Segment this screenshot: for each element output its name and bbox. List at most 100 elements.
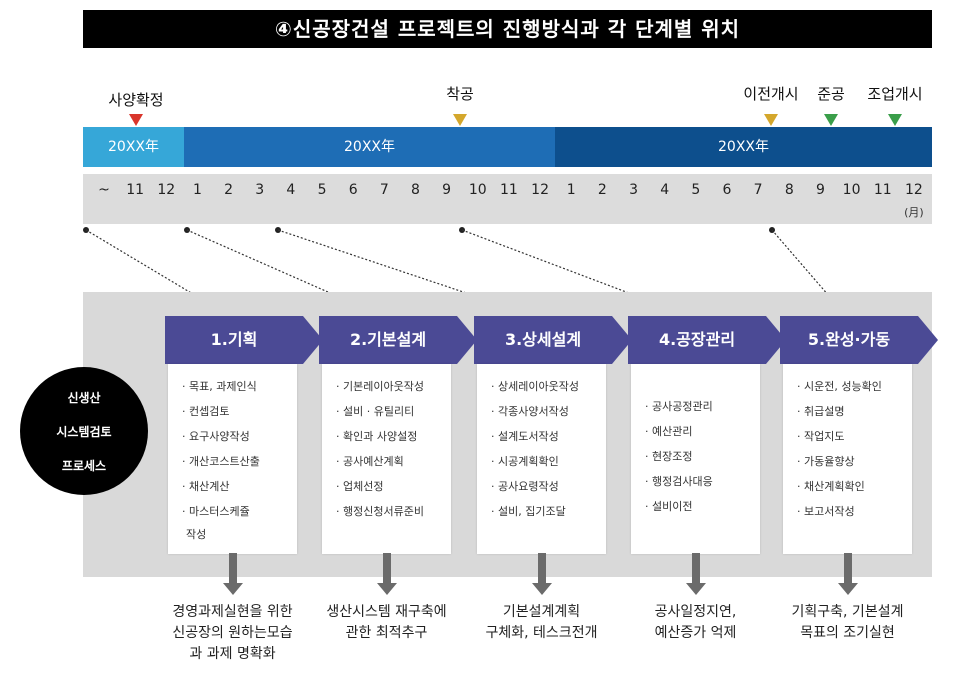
stage-task-item: 설비 · 유틸리티 — [336, 399, 443, 424]
year-segment: 20XX年 — [83, 127, 184, 167]
month-label: 4 — [286, 182, 296, 198]
stage-label: 4.공장관리 — [658, 330, 736, 349]
stage-task-item: 공사예산계획 — [336, 449, 443, 474]
stage-task-item: 채산계획확인 — [797, 474, 904, 499]
month-label: 5 — [691, 182, 701, 198]
stage-task-item: 컨셉검토 — [182, 399, 289, 424]
page-title: ④신공장건설 프로젝트의 진행방식과 각 단계별 위치 — [83, 10, 932, 48]
down-arrow-icon — [837, 553, 858, 595]
stage-arrow: 2.기본설계 — [319, 316, 477, 364]
stage-task-list: 공사공정관리예산관리현장조정행정검사대응설비이전 — [631, 364, 760, 519]
connector-line — [461, 229, 696, 319]
month-label: 3 — [255, 182, 265, 198]
month-label: 5 — [317, 182, 327, 198]
month-label: 6 — [348, 182, 358, 198]
month-unit-label: (月) — [904, 206, 924, 219]
stage-task-item: 설계도서작성 — [491, 424, 598, 449]
month-label: 8 — [411, 182, 420, 198]
month-label: 9 — [815, 182, 825, 198]
milestone-marker-icon — [764, 114, 778, 126]
stage-task-list: 목표, 과제인식컨셉검토요구사양작성개산코스트산출채산계산마스터스케쥴 — [168, 364, 297, 524]
year-segment: 20XX年 — [555, 127, 932, 167]
stage-task-item: 행정신청서류준비 — [336, 499, 443, 524]
stage-task-list: 상세레이아웃작성각종사양서작성설계도서작성시공계획확인공사요령작성설비, 집기조… — [477, 364, 606, 524]
month-label: 12 — [531, 182, 550, 198]
milestone-marker-icon — [888, 114, 902, 126]
stage-label: 3.상세설계 — [504, 330, 582, 349]
milestone-label: 이전개시 — [743, 85, 799, 103]
month-label: 3 — [629, 182, 639, 198]
stage-task-item: 설비, 집기조달 — [491, 499, 598, 524]
month-label: 9 — [442, 182, 452, 198]
milestone-label: 조업개시 — [867, 85, 923, 103]
stage-label: 1.기획 — [210, 330, 258, 349]
down-arrow-icon — [222, 553, 243, 595]
month-label: 2 — [597, 182, 607, 198]
stage-outcome-text: 기획구축, 기본설계 목표의 조기실현 — [791, 604, 904, 641]
month-label: 10 — [842, 182, 861, 198]
stage-task-item: 취급설명 — [797, 399, 904, 424]
stage-card: 시운전, 성능확인취급설명작업지도가동율향상채산계획확인보고서작성 — [783, 364, 912, 554]
stage-card: 기본레이아웃작성설비 · 유틸리티확인과 사양설정공사예산계획업체선정행정신청서… — [322, 364, 451, 554]
down-arrow-icon — [685, 553, 706, 595]
stage-outcome-text: 공사일정지연, 예산증가 억제 — [654, 604, 737, 641]
month-label: 1 — [566, 182, 576, 198]
month-label: 12 — [904, 182, 923, 198]
connector-line — [186, 229, 388, 319]
stage-arrow: 3.상세설계 — [474, 316, 632, 364]
stage-outcome-text: 기본설계계획 구체화, 테스크전개 — [485, 604, 598, 641]
stage-task-item: 공사공정관리 — [645, 394, 752, 419]
down-arrow-icon — [376, 553, 397, 595]
stage-task-item: 마스터스케쥴 — [182, 499, 289, 524]
month-label: 11 — [126, 182, 145, 198]
stage-task-item: 채산계산 — [182, 474, 289, 499]
stage-card: 상세레이아웃작성각종사양서작성설계도서작성시공계획확인공사요령작성설비, 집기조… — [477, 364, 606, 554]
stage-task-item: 확인과 사양설정 — [336, 424, 443, 449]
month-label: ~ — [98, 182, 110, 198]
stage-task-item: 기본레이아웃작성 — [336, 374, 443, 399]
stage-card: 목표, 과제인식컨셉검토요구사양작성개산코스트산출채산계산마스터스케쥴작성 — [168, 364, 297, 554]
stage-task-item: 설비이전 — [645, 494, 752, 519]
stage-task-item: 개산코스트산출 — [182, 449, 289, 474]
month-label: 8 — [784, 182, 794, 198]
stage-task-item: 가동율향상 — [797, 449, 904, 474]
stage-task-item: 각종사양서작성 — [491, 399, 598, 424]
stage-task-item: 현장조정 — [645, 444, 752, 469]
process-circle: 신생산 시스템검토 프로세스 — [20, 367, 148, 495]
stage-task-item: 목표, 과제인식 — [182, 374, 289, 399]
month-label: 11 — [500, 182, 518, 198]
stage-arrow: 5.완성·가동 — [780, 316, 938, 364]
stage-task-item: 작업지도 — [797, 424, 904, 449]
circle-line-2: 시스템검토 — [56, 425, 112, 439]
stage-arrow: 1.기획 — [165, 316, 323, 364]
stage-label: 5.완성·가동 — [807, 330, 891, 349]
stage-task-item: 상세레이아웃작성 — [491, 374, 598, 399]
circle-line-1: 신생산 — [67, 391, 101, 405]
stage-task-item: 시운전, 성능확인 — [797, 374, 904, 399]
stage-task-list: 기본레이아웃작성설비 · 유틸리티확인과 사양설정공사예산계획업체선정행정신청서… — [322, 364, 451, 524]
month-label: 10 — [468, 182, 487, 198]
milestone-label: 준공 — [817, 85, 845, 103]
stage-task-continued: 작성 — [186, 528, 207, 541]
stage-outcome-text: 경영과제실현을 위한 신공장의 원하는모습 과 과제 명확화 — [172, 604, 293, 662]
stage-task-item: 업체선정 — [336, 474, 443, 499]
stage-arrow: 4.공장관리 — [628, 316, 786, 364]
connector-line — [85, 229, 234, 319]
stage-task-list: 시운전, 성능확인취급설명작업지도가동율향상채산계획확인보고서작성 — [783, 364, 912, 524]
month-label: 6 — [722, 182, 732, 198]
milestone-marker-icon — [129, 114, 143, 126]
milestone-label: 착공 — [446, 85, 474, 103]
year-segment: 20XX年 — [184, 127, 555, 167]
milestone-label: 사양확정 — [108, 91, 164, 109]
circle-line-3: 프로세스 — [61, 459, 107, 473]
stage-outcome-text: 생산시스템 재구축에 관한 최적추구 — [326, 604, 447, 641]
milestone-marker-icon — [824, 114, 838, 126]
stage-label: 2.기본설계 — [349, 330, 427, 349]
month-label: 4 — [660, 182, 670, 198]
month-label: 12 — [157, 182, 176, 198]
down-arrow-icon — [531, 553, 552, 595]
stage-task-item: 행정검사대응 — [645, 469, 752, 494]
month-label: 1 — [192, 182, 202, 198]
month-label: 2 — [224, 182, 234, 198]
month-label: 7 — [379, 182, 389, 198]
